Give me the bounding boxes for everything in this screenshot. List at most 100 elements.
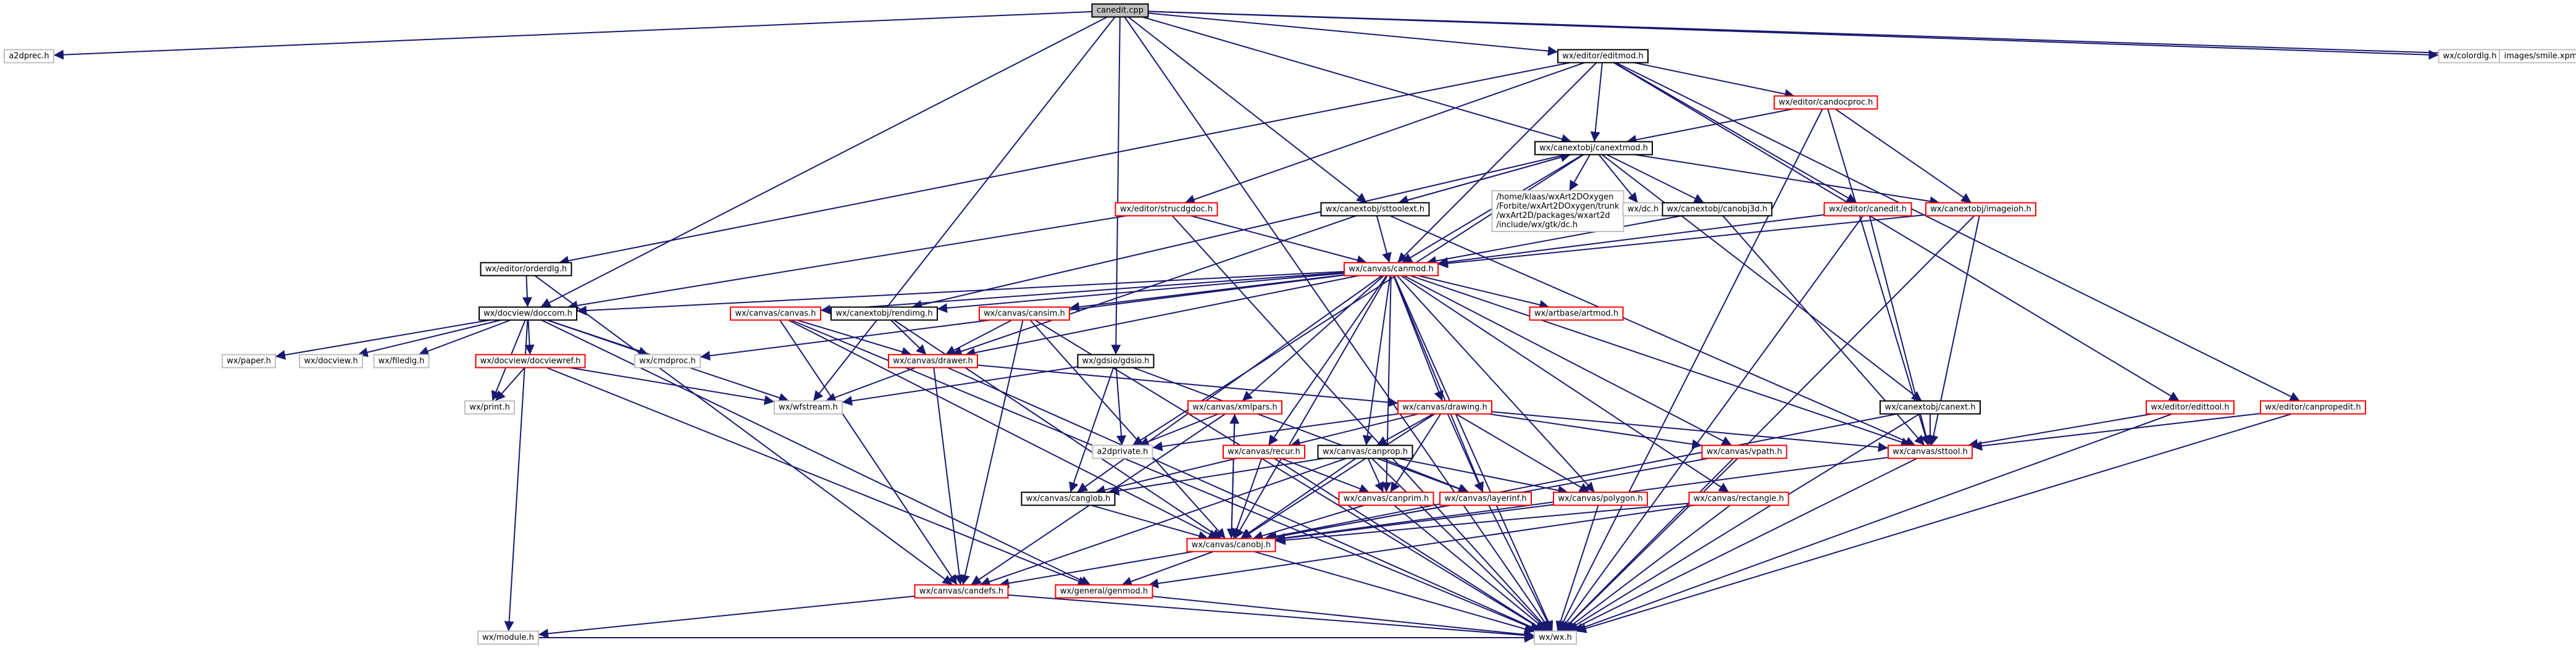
edge-strucdgdoc-to-doccom	[567, 215, 1127, 310]
edge-canmod-to-canobj	[1234, 275, 1388, 540]
edge-drawing-to-sttool	[1491, 410, 1889, 452]
node-box	[299, 354, 363, 369]
node-vpath[interactable]: wx/canvas/vpath.h	[1701, 444, 1788, 459]
node-canpropedit[interactable]: wx/editor/canpropedit.h	[2260, 400, 2366, 415]
node-genmod[interactable]: wx/general/genmod.h	[1055, 584, 1153, 599]
edge-doccom-to-filedlg	[418, 319, 511, 356]
node-rectangle[interactable]: wx/canvas/rectangle.h	[1688, 491, 1789, 506]
edge-canobj3d-to-canmod	[1426, 215, 1683, 266]
node-box	[1397, 400, 1492, 415]
node-xmlpars[interactable]: wx/canvas/xmlpars.h	[1187, 400, 1282, 415]
node-box	[1925, 202, 2036, 217]
edge-drawer-to-wx	[947, 367, 1541, 632]
edge-canextmod-to-imageioh	[1634, 154, 1940, 206]
node-box	[1701, 444, 1788, 459]
node-label: wx/canextobj/imageioh.h	[1930, 205, 2031, 214]
node-box	[1021, 491, 1116, 506]
node-drawer[interactable]: wx/canvas/drawer.h	[888, 354, 978, 369]
node-canvas[interactable]: wx/canvas/canvas.h	[730, 306, 821, 321]
node-sttoolext[interactable]: wx/canextobj/sttoolext.h	[1320, 202, 1430, 217]
node-orderdlg[interactable]: wx/editor/orderdlg.h	[480, 262, 572, 277]
node-label: wx/canvas/drawer.h	[893, 357, 973, 366]
edge-rectangle-to-canobj	[1275, 502, 1689, 545]
edge-drawing-to-layerinf	[1447, 414, 1484, 493]
node-drawing[interactable]: wx/canvas/drawing.h	[1397, 400, 1492, 415]
node-colordlg: wx/colordlg.h	[2438, 49, 2502, 64]
node-recur[interactable]: wx/canvas/recur.h	[1223, 444, 1305, 459]
node-root[interactable]: canedit.cpp	[1091, 3, 1149, 18]
node-rendimg[interactable]: wx/canextobj/rendimg.h	[830, 306, 938, 321]
edge-root-to-wfstream	[813, 16, 1116, 402]
edge-canprop-to-layerinf	[1381, 457, 1470, 494]
node-box	[464, 400, 515, 415]
node-box	[1534, 630, 1577, 645]
node-canedit[interactable]: wx/editor/canedit.h	[1823, 202, 1912, 217]
edge-root-to-wx	[1124, 16, 1552, 632]
node-label: wx/editor/candocproc.h	[1779, 98, 1873, 107]
node-canprop[interactable]: wx/canvas/canprop.h	[1317, 444, 1413, 459]
edge-canmod-to-rectangle	[1400, 275, 1729, 493]
edge-recur-to-canprim	[1280, 457, 1370, 494]
node-canextmod[interactable]: wx/canextobj/canextmod.h	[1534, 141, 1653, 156]
edge-canprop-to-canprim	[1367, 458, 1384, 493]
edge-drawing-to-vpath	[1488, 413, 1702, 449]
node-box	[1491, 190, 1625, 232]
edge-drawing-to-canprim	[1389, 413, 1442, 493]
node-box	[914, 584, 1009, 599]
edge-canprop-to-candefs	[980, 457, 1347, 586]
node-candefs[interactable]: wx/canvas/candefs.h	[914, 584, 1009, 599]
node-canext[interactable]: wx/canextobj/canext.h	[1880, 400, 1981, 415]
node-box	[4, 49, 54, 64]
node-label: wx/canvas/layerinf.h	[1444, 494, 1526, 504]
node-edittool[interactable]: wx/editor/edittool.h	[2146, 400, 2235, 415]
edge-canmod-to-layerinf	[1393, 275, 1484, 493]
node-imageioh[interactable]: wx/canextobj/imageioh.h	[1925, 202, 2036, 217]
node-label: wx/module.h	[482, 633, 534, 643]
node-layerinf[interactable]: wx/canvas/layerinf.h	[1439, 491, 1532, 506]
node-canobj3d[interactable]: wx/canextobj/canobj3d.h	[1662, 202, 1773, 217]
node-box	[222, 354, 276, 369]
edge-canpropedit-to-sttool	[1972, 412, 2261, 451]
node-wx: wx/wx.h	[1534, 630, 1577, 645]
edge-imageioh-to-wx	[1561, 215, 1975, 632]
edge-drawing-to-canobj	[1240, 413, 1436, 540]
node-sttool[interactable]: wx/canvas/sttool.h	[1888, 444, 1973, 459]
node-label: /include/wx/gtk/dc.h	[1497, 220, 1578, 230]
node-polygon[interactable]: wx/canvas/polygon.h	[1553, 491, 1648, 506]
edge-root-to-smile	[1148, 10, 2500, 60]
node-cansim[interactable]: wx/canvas/cansim.h	[979, 306, 1070, 321]
edge-canobj-to-xmlpars	[1229, 414, 1240, 539]
node-cmdproc: wx/cmdproc.h	[634, 354, 701, 369]
edge-sttoolext-to-drawer	[951, 215, 1357, 356]
node-doccom[interactable]: wx/docview/doccom.h	[479, 306, 577, 321]
edge-canmod-to-doccom	[576, 270, 1345, 316]
edge-rendimg-to-drawer	[890, 319, 927, 356]
edge-canmod-to-wx	[1393, 275, 1554, 631]
edge-canmod-to-sttool	[1410, 275, 1912, 447]
edge-recur-to-wx	[1273, 457, 1546, 632]
node-strucdgdoc[interactable]: wx/editor/strucdgdoc.h	[1114, 202, 1218, 217]
node-canprim[interactable]: wx/canvas/canprim.h	[1338, 491, 1434, 506]
edge-candefs-to-module	[538, 595, 915, 639]
edge-canpropedit-to-wx	[1576, 413, 2292, 633]
node-candocproc[interactable]: wx/editor/candocproc.h	[1773, 95, 1878, 110]
node-artmod[interactable]: wx/artbase/artmod.h	[1529, 306, 1624, 321]
node-canmod[interactable]: wx/canvas/canmod.h	[1344, 262, 1439, 277]
edge-drawing-to-polygon	[1455, 413, 1590, 493]
node-box	[1317, 444, 1413, 459]
node-canobj[interactable]: wx/canvas/canobj.h	[1186, 538, 1276, 552]
node-gdsio[interactable]: wx/gdsio/gdsio.h	[1077, 354, 1155, 369]
edge-editmod-to-canextmod	[1590, 62, 1603, 142]
node-docviewref[interactable]: wx/docview/docviewref.h	[475, 354, 586, 369]
node-editmod[interactable]: wx/editor/editmod.h	[1557, 49, 1649, 64]
edge-doccom-to-docviewref	[524, 320, 535, 355]
node-box	[2499, 49, 2576, 64]
edge-canext-to-wx	[1565, 413, 1920, 632]
node-label: wx/dc.h	[1628, 205, 1658, 214]
edge-canmod-to-drawer	[965, 275, 1359, 358]
node-label: /wxArt2D/packages/wxart2d	[1497, 211, 1610, 220]
node-canglob[interactable]: wx/canvas/canglob.h	[1021, 491, 1116, 506]
node-label: wx/canvas/vpath.h	[1707, 448, 1783, 457]
edge-gdsio-to-wfstream	[842, 366, 1078, 406]
